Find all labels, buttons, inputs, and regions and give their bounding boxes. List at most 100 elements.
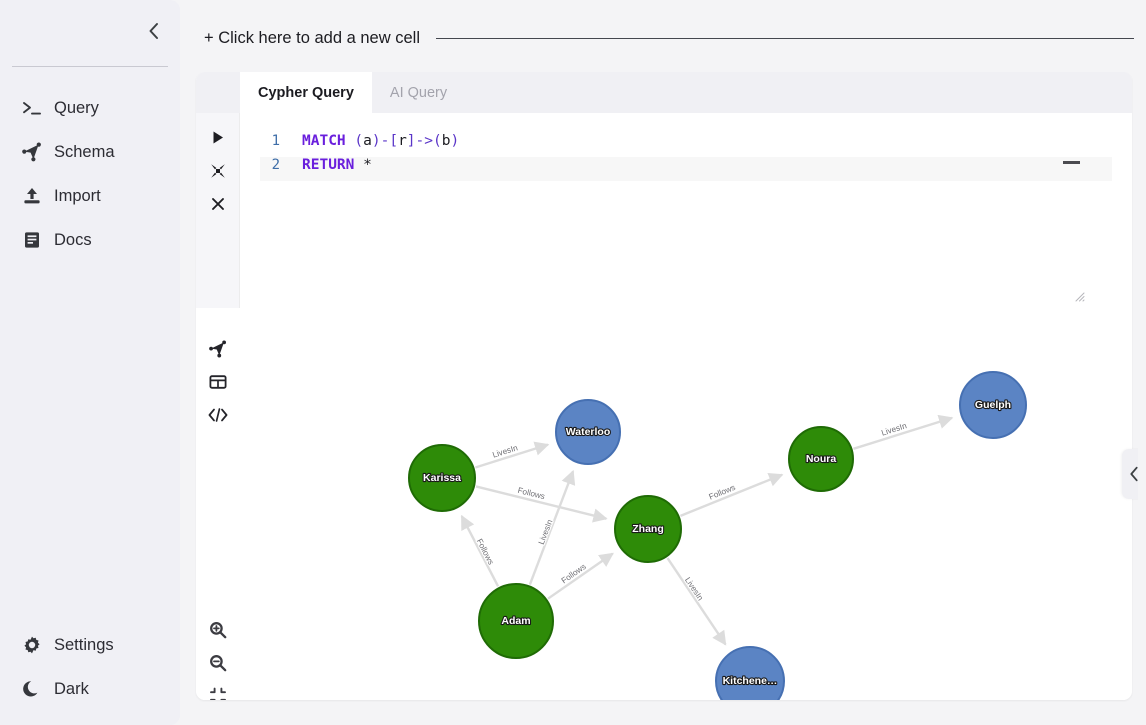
graph-node-circle[interactable] <box>478 583 554 659</box>
graph-node[interactable]: Karissa <box>408 444 476 512</box>
editor-zone: 1 MATCH (a)-[r]->(b) 2 RETURN * <box>196 113 1132 308</box>
main-content: + Click here to add a new cell Cypher Qu… <box>180 0 1146 725</box>
tabbar-filler <box>465 72 1132 113</box>
json-view-button[interactable] <box>196 398 240 431</box>
graph-node-circle[interactable] <box>614 495 682 563</box>
code-line-text: MATCH (a)-[r]->(b) <box>302 133 460 149</box>
sidebar-item-label: Query <box>54 98 99 117</box>
code-line-number: 2 <box>271 157 280 173</box>
sidebar-item-dark-mode[interactable]: Dark <box>0 667 180 711</box>
graph-node-circle[interactable] <box>555 399 621 465</box>
run-query-button[interactable] <box>196 121 240 154</box>
graph-node-circle[interactable] <box>408 444 476 512</box>
query-cell-card: Cypher Query AI Query <box>196 72 1132 700</box>
code-line-text: RETURN * <box>302 157 372 173</box>
chevron-left-icon <box>1130 466 1138 482</box>
code-brackets-icon <box>208 407 228 422</box>
book-icon <box>22 230 42 250</box>
sidebar-item-settings[interactable]: Settings <box>0 623 180 667</box>
add-new-cell-divider <box>436 37 1134 39</box>
graph-nodes-icon <box>22 142 42 162</box>
graph-edge[interactable] <box>475 441 550 469</box>
expand-arrows-icon <box>211 163 225 178</box>
cell-tabbar: Cypher Query AI Query <box>196 72 1132 113</box>
add-new-cell-label[interactable]: + Click here to add a new cell <box>204 28 420 47</box>
code-lines: 1 MATCH (a)-[r]->(b) 2 RETURN * <box>260 133 1112 181</box>
results-toolbar <box>196 308 240 700</box>
graph-node-label: Kitchene… <box>723 675 778 687</box>
editor-resize-grip[interactable] <box>1075 289 1085 302</box>
graph-node[interactable]: Guelph <box>959 371 1027 439</box>
collapse-corners-icon <box>210 687 226 700</box>
code-line-number: 1 <box>271 133 280 149</box>
sidebar-item-label: Dark <box>54 679 89 698</box>
graph-node-label: Zhang <box>632 523 664 535</box>
play-icon <box>213 131 223 144</box>
results-view-switcher <box>196 332 240 431</box>
right-edge-strip <box>1138 0 1146 725</box>
graph-edge[interactable] <box>853 414 954 450</box>
sidebar-item-label: Docs <box>54 230 92 249</box>
add-new-cell-row[interactable]: + Click here to add a new cell <box>204 26 1140 50</box>
graph-node-label: Noura <box>806 453 836 465</box>
graph-edge[interactable] <box>475 485 608 523</box>
editor-scroll-indicator[interactable] <box>1063 161 1080 164</box>
chevron-left-icon <box>149 23 158 39</box>
tab-ai-query[interactable]: AI Query <box>371 72 466 113</box>
sidebar-collapse-button[interactable] <box>140 18 166 44</box>
graph-edge[interactable] <box>547 552 614 600</box>
upload-icon <box>22 186 42 206</box>
code-line: 2 RETURN * <box>260 157 1112 181</box>
graph-node-label: Guelph <box>975 399 1011 411</box>
gear-icon <box>22 635 42 655</box>
graph-edge[interactable] <box>679 472 784 517</box>
sidebar-bottom-nav: Settings Dark <box>0 623 180 711</box>
graph-view-button[interactable] <box>196 332 240 365</box>
code-line: 1 MATCH (a)-[r]->(b) <box>260 133 1112 157</box>
graph-svg: LivesInFollowsFollowsLivesInFollowsFollo… <box>408 371 1027 700</box>
graph-node[interactable]: Kitchene… <box>715 646 785 700</box>
terminal-prompt-icon <box>22 98 42 118</box>
graph-edge[interactable] <box>666 557 727 646</box>
editor-toolbar <box>196 113 240 308</box>
graph-node[interactable]: Noura <box>788 426 854 492</box>
sidebar-item-label: Schema <box>54 142 115 161</box>
zoom-in-button[interactable] <box>196 613 240 646</box>
sidebar-item-label: Settings <box>54 635 114 654</box>
magnifier-plus-icon <box>210 621 227 638</box>
graph-node-circle[interactable] <box>788 426 854 492</box>
zoom-out-button[interactable] <box>196 646 240 679</box>
graph-node[interactable]: Adam <box>478 583 554 659</box>
moon-icon <box>22 679 42 699</box>
magnifier-minus-icon <box>210 654 227 671</box>
zoom-fit-button[interactable] <box>196 679 240 700</box>
expand-cell-button[interactable] <box>196 154 240 187</box>
resize-grip-icon <box>1075 292 1085 302</box>
sidebar-divider <box>12 66 168 67</box>
graph-edge[interactable] <box>528 469 576 585</box>
sidebar-item-docs[interactable]: Docs <box>0 218 180 262</box>
sidebar-nav: Query Schema <box>0 86 180 262</box>
close-x-icon <box>212 197 224 210</box>
graph-node[interactable]: Zhang <box>614 495 682 563</box>
table-icon <box>209 374 227 389</box>
graph-node-circle[interactable] <box>959 371 1027 439</box>
graph-node-circle[interactable] <box>715 646 785 700</box>
graph-edge[interactable] <box>460 514 500 587</box>
tab-cypher-query[interactable]: Cypher Query <box>240 72 372 113</box>
sidebar-item-query[interactable]: Query <box>0 86 180 130</box>
graph-zoom-toolbar <box>196 613 240 700</box>
sidebar-item-import[interactable]: Import <box>0 174 180 218</box>
code-editor[interactable]: 1 MATCH (a)-[r]->(b) 2 RETURN * <box>260 133 1112 303</box>
graph-node[interactable]: Waterloo <box>555 399 621 465</box>
close-cell-button[interactable] <box>196 187 240 220</box>
graph-node-label: Adam <box>501 615 530 627</box>
sidebar-item-schema[interactable]: Schema <box>0 130 180 174</box>
graph-node-label: Karissa <box>423 472 461 484</box>
table-view-button[interactable] <box>196 365 240 398</box>
sidebar: Query Schema <box>0 0 180 725</box>
